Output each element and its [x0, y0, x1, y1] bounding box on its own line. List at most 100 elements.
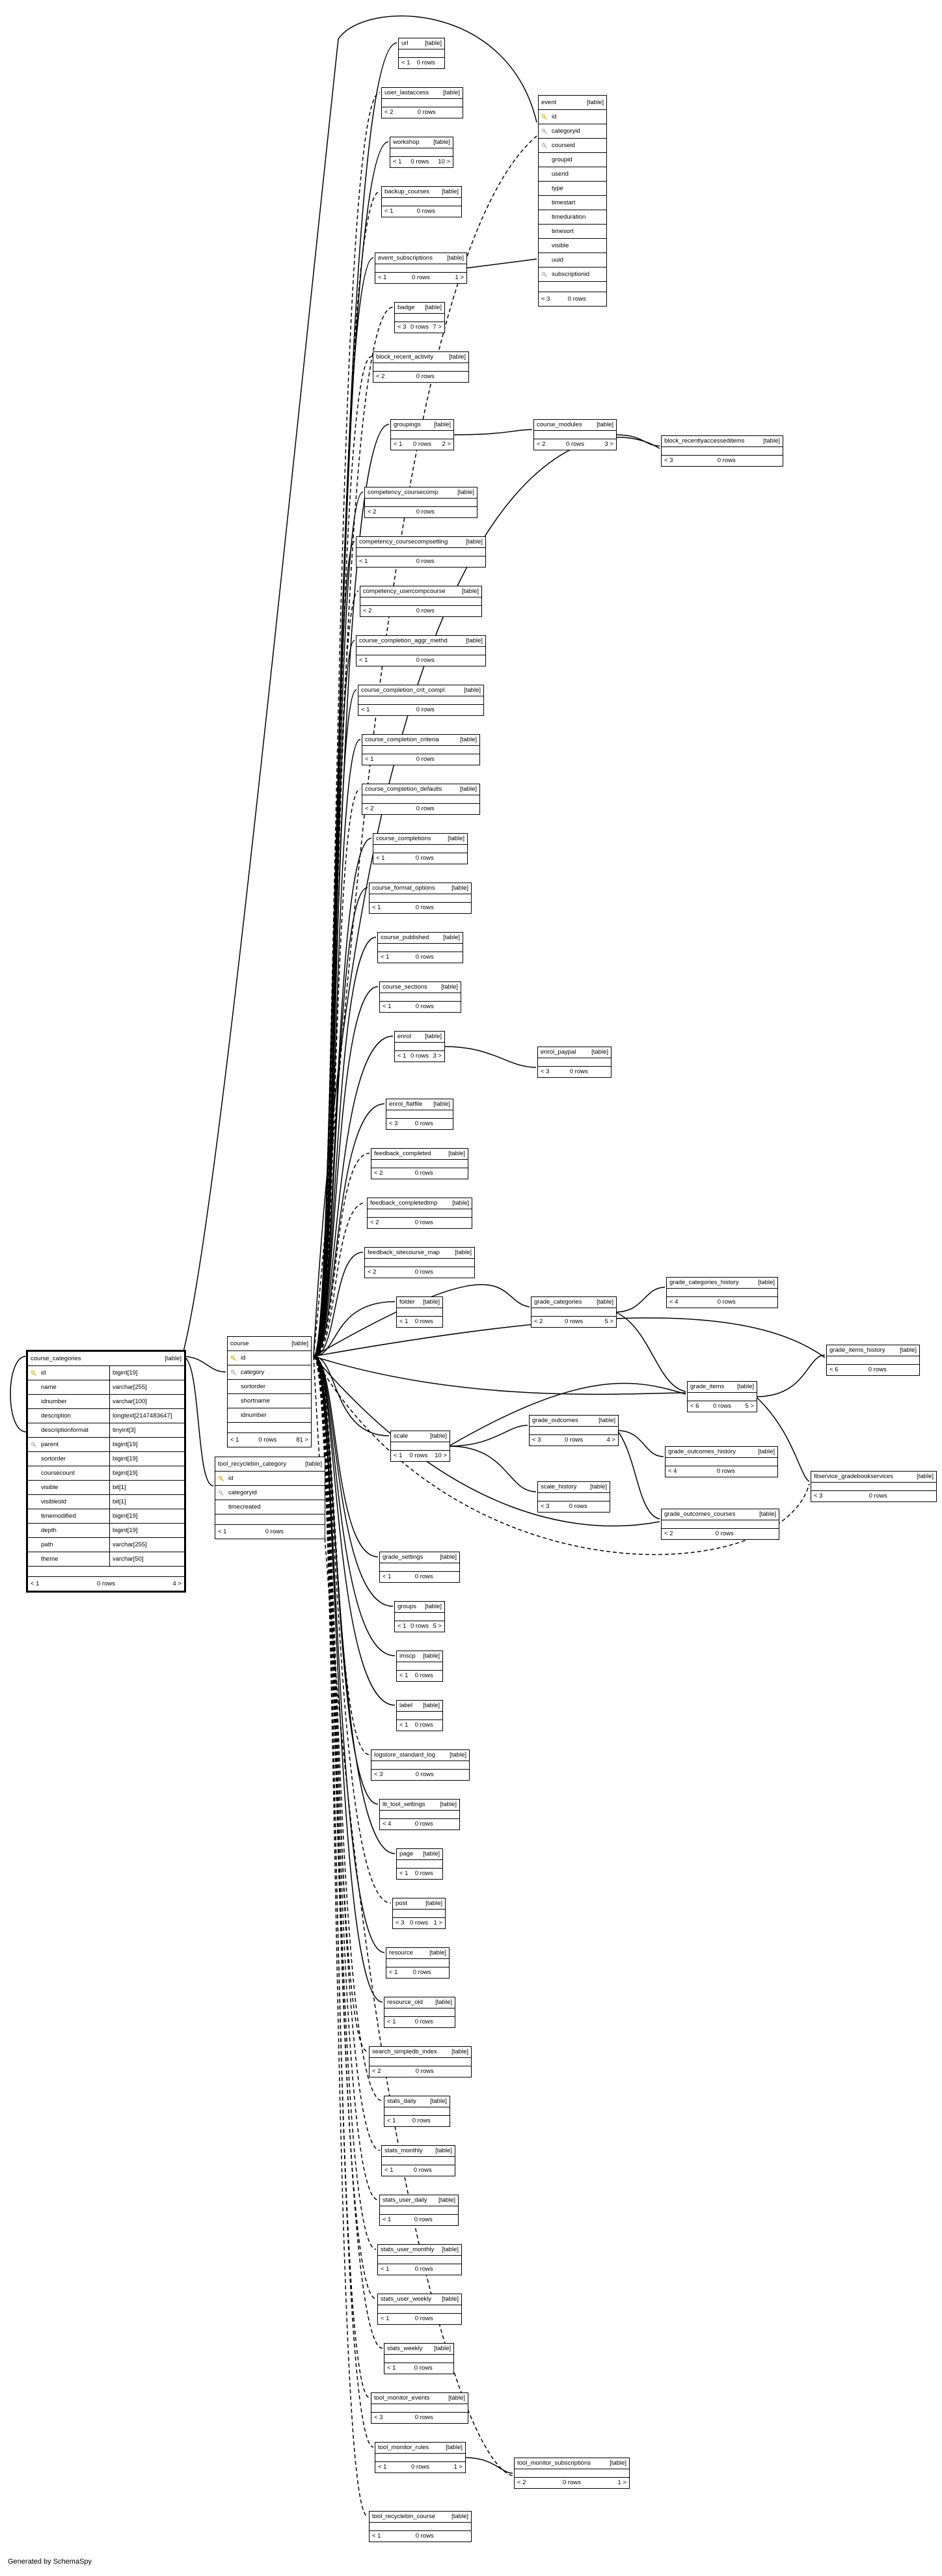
foreign-key-icon — [542, 128, 547, 134]
table-name: competency_usercompcourse — [363, 588, 446, 596]
table-type-tag: [table] — [442, 2246, 459, 2254]
primary-key-icon — [31, 1370, 36, 1376]
child-count: 1 > — [617, 2479, 626, 2487]
table-type-tag: [table] — [446, 2444, 463, 2452]
table-name: logstore_standard_log — [374, 1751, 436, 1759]
table-type-tag: [table] — [425, 40, 442, 48]
column-name: visible — [552, 241, 569, 249]
table-header: badge[table] — [395, 303, 444, 313]
table-type-tag: [table] — [434, 2345, 451, 2353]
table-spacer — [391, 1442, 450, 1450]
table-name: block_recent_activity — [376, 353, 434, 361]
table-name: grade_settings — [383, 1554, 424, 1561]
column-row: category — [228, 1365, 311, 1379]
child-count: 5 > — [604, 1318, 613, 1326]
child-count: 5 > — [433, 1623, 442, 1630]
row-count: 0 rows — [414, 2414, 433, 2422]
table-name: post — [396, 1900, 407, 1908]
edge-course-course-published — [313, 937, 377, 1357]
table-spacer — [662, 446, 783, 455]
parent-count: < 1 — [399, 1672, 409, 1680]
edge-outcomes-history — [617, 1430, 664, 1457]
table-spacer — [538, 1492, 610, 1501]
table-spacer — [666, 1457, 777, 1466]
row-count: 0 rows — [715, 1530, 734, 1538]
edge-course-resource — [313, 1356, 385, 1953]
table-type-tag: [table] — [449, 353, 466, 361]
table-header: scale_history[table] — [538, 1482, 610, 1492]
column-row: timesort — [539, 224, 606, 238]
child-count: 4 > — [172, 1580, 182, 1587]
table-spacer — [386, 1958, 449, 1967]
table-spacer — [382, 2156, 455, 2165]
